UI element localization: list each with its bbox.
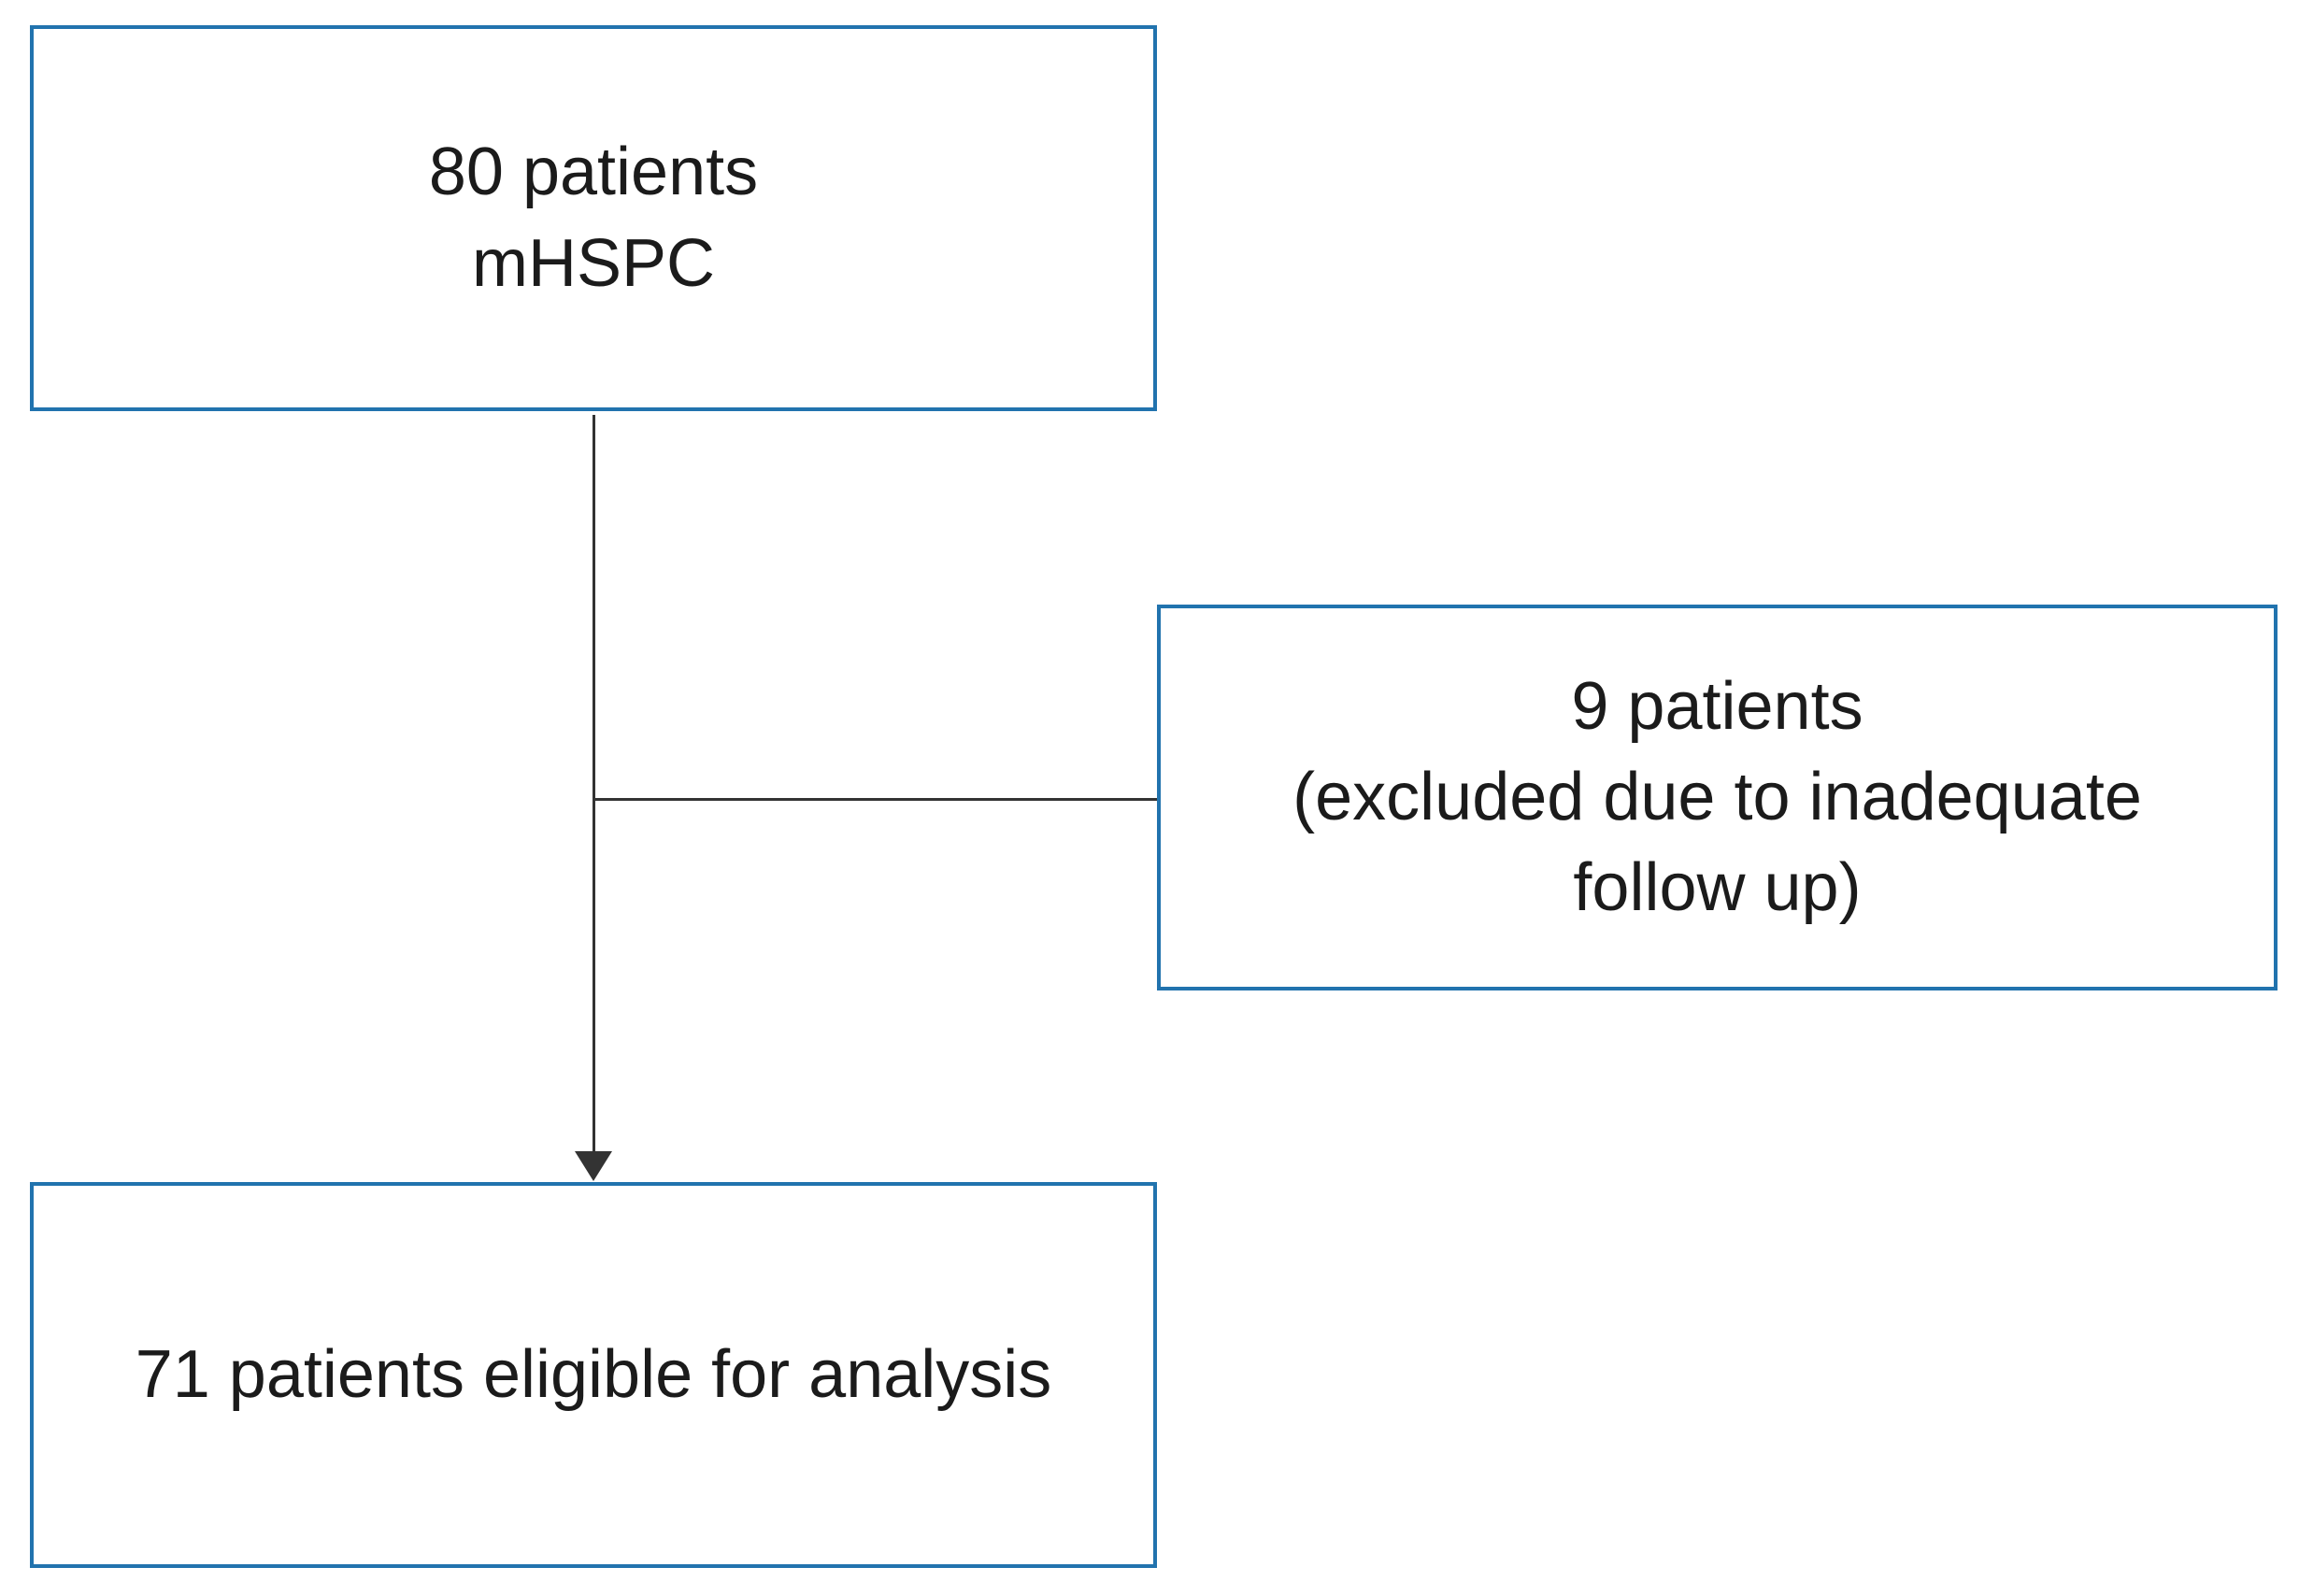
excluded-patients-reason-line2: follow up) bbox=[1573, 850, 1862, 926]
node-excluded-patients: 9 patients (excluded due to inadequate f… bbox=[1157, 605, 2278, 990]
eligible-patients-label: 71 patients eligible for analysis bbox=[135, 1336, 1052, 1412]
total-patients-cohort: mHSPC bbox=[471, 225, 715, 301]
node-total-patients: 80 patients mHSPC bbox=[30, 25, 1157, 411]
excluded-patients-count: 9 patients bbox=[1571, 668, 1863, 744]
excluded-patients-reason-line1: (excluded due to inadequate bbox=[1292, 759, 2142, 834]
node-eligible-patients: 71 patients eligible for analysis bbox=[30, 1182, 1157, 1568]
total-patients-count: 80 patients bbox=[428, 135, 759, 210]
connector-horizontal-line bbox=[593, 798, 1157, 801]
arrow-down-head-icon bbox=[575, 1151, 612, 1181]
connector-vertical-line bbox=[593, 415, 595, 1153]
